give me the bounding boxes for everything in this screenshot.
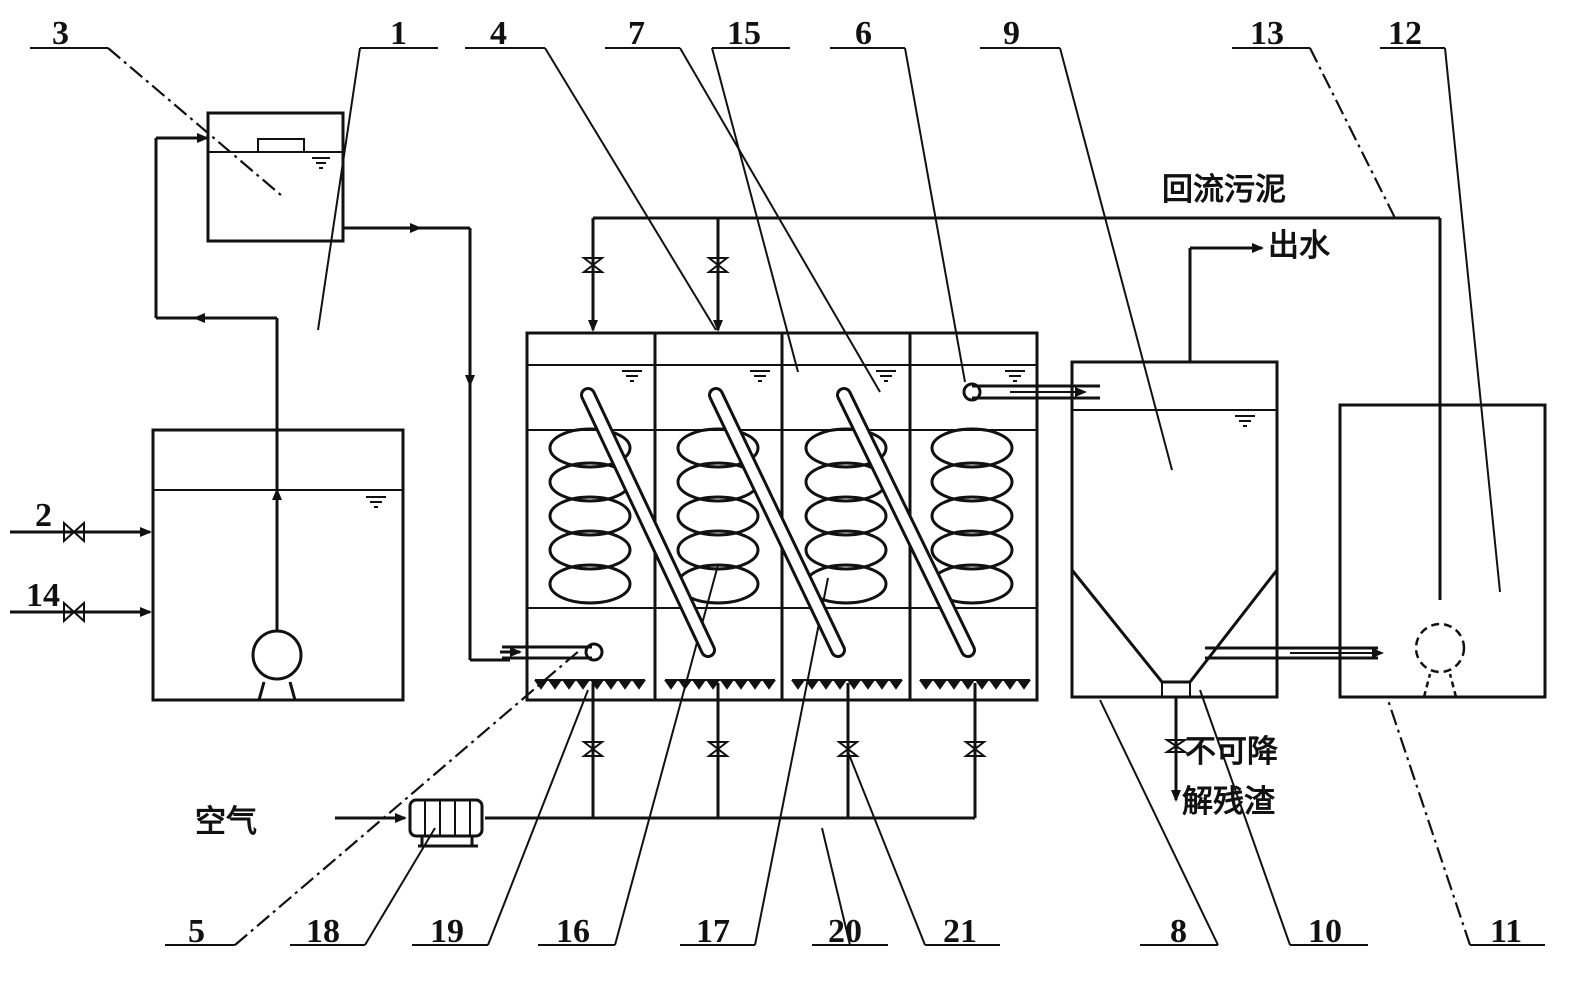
spiral-loop [804, 427, 888, 469]
part-number-labels: 3 1 4 7 15 6 9 13 12 2 14 5 18 19 16 17 … [26, 15, 1522, 950]
diffuser-nozzle [919, 680, 933, 690]
diffuser-nozzle [805, 680, 819, 690]
diffuser-nozzle [791, 680, 805, 690]
spiral-loop [930, 427, 1014, 469]
spiral-loop [930, 495, 1014, 537]
diffuser-nozzle [975, 680, 989, 690]
effluent-label: 出水 [1268, 228, 1331, 264]
spiral-loop [804, 529, 888, 571]
label-7: 7 [628, 15, 645, 52]
feed-pipe [343, 223, 510, 662]
feed-pump-icon [251, 629, 303, 701]
spiral-loop [676, 427, 760, 469]
spiral-loop [548, 563, 632, 605]
diffuser-nozzle [692, 680, 706, 690]
label-6: 6 [855, 15, 872, 52]
residue-label-line1: 不可降 [1185, 734, 1279, 770]
spiral-loop [676, 495, 760, 537]
label-21: 21 [943, 913, 977, 950]
air-blower-icon [408, 798, 484, 848]
aeration-diffusers [534, 679, 1031, 690]
diffuser-nozzle [947, 680, 961, 690]
label-19: 19 [430, 913, 464, 950]
diffuser-nozzle [833, 680, 847, 690]
label-8: 8 [1170, 913, 1187, 950]
pump-riser [154, 133, 282, 630]
label-1: 1 [390, 15, 407, 52]
diffuser-nozzle [989, 680, 1003, 690]
settling-tank [1070, 243, 1384, 802]
diffuser-nozzle [1003, 680, 1017, 690]
text-labels: 回流污泥 出水 空气 不可降 解残渣 [195, 172, 1331, 840]
spiral-loop [930, 529, 1014, 571]
diffuser-nozzle [562, 680, 576, 690]
diffuser-nozzle [933, 680, 947, 690]
diffuser-nozzle [706, 680, 720, 690]
return-sludge-label: 回流污泥 [1162, 172, 1286, 208]
diffuser-nozzle [678, 680, 692, 690]
label-18: 18 [306, 913, 340, 950]
spiral-loop [676, 529, 760, 571]
label-11: 11 [1490, 913, 1522, 950]
inlet-pipes [10, 520, 152, 624]
diffuser-nozzle [548, 680, 562, 690]
label-17: 17 [696, 913, 730, 950]
diffuser-nozzle [762, 680, 776, 690]
diffuser-nozzle [734, 680, 748, 690]
label-underlines [10, 47, 1545, 946]
diffuser-nozzle [534, 680, 548, 690]
spiral-loop [804, 495, 888, 537]
diffuser-nozzle [604, 680, 618, 690]
label-2: 2 [35, 497, 52, 534]
spiral-loop [548, 529, 632, 571]
diffuser-nozzle [1017, 680, 1031, 690]
label-9: 9 [1003, 15, 1020, 52]
diagonal-tubes [580, 387, 976, 658]
reactor-outlet-pipe [962, 382, 1100, 402]
diffuser-nozzle [632, 680, 646, 690]
return-sludge-line [581, 216, 1442, 600]
label-4: 4 [490, 15, 507, 52]
diffuser-nozzle [889, 680, 903, 690]
diffuser-nozzle [576, 680, 590, 690]
label-14: 14 [26, 577, 60, 614]
label-20: 20 [828, 913, 862, 950]
label-5: 5 [188, 913, 205, 950]
inlet-distributor [500, 642, 604, 662]
diffuser-nozzle [618, 680, 632, 690]
label-16: 16 [556, 913, 590, 950]
diffuser-nozzle [664, 680, 678, 690]
sludge-tank [1338, 403, 1547, 699]
diffuser-nozzle [961, 680, 975, 690]
spiral-loop [548, 495, 632, 537]
label-15: 15 [727, 15, 761, 52]
spiral-loop [930, 461, 1014, 503]
label-12: 12 [1388, 15, 1422, 52]
leader-lines [107, 47, 1501, 946]
diffuser-nozzle [847, 680, 861, 690]
head-tank [206, 111, 345, 243]
air-label: 空气 [195, 804, 257, 840]
diffuser-nozzle [875, 680, 889, 690]
air-line [335, 683, 987, 848]
label-10: 10 [1308, 913, 1342, 950]
diffuser-nozzle [748, 680, 762, 690]
diffuser-nozzle [720, 680, 734, 690]
residue-label-line2: 解残渣 [1182, 784, 1276, 820]
diffuser-nozzle [819, 680, 833, 690]
spiral-loop [548, 427, 632, 469]
label-3: 3 [52, 15, 69, 52]
diffuser-nozzle [861, 680, 875, 690]
label-13: 13 [1250, 15, 1284, 52]
